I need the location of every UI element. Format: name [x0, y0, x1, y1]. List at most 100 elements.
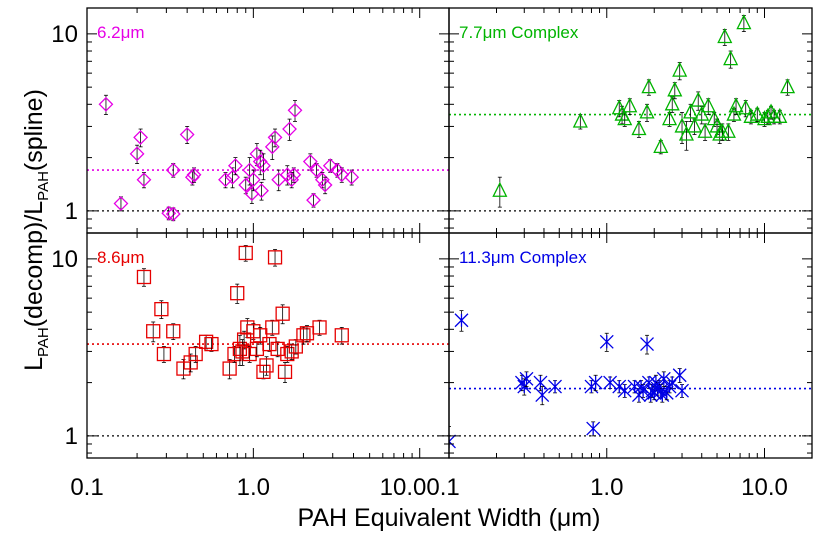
- data-point: [661, 110, 678, 126]
- error-bar: [161, 346, 166, 363]
- panel-label: 8.6μm: [97, 248, 145, 267]
- x-tick-label: 0.1: [70, 474, 103, 501]
- data-point: [302, 154, 318, 169]
- data-point: [136, 172, 152, 188]
- data-point: [188, 346, 203, 362]
- frame-layer: [86, 7, 813, 459]
- data-point: [617, 110, 633, 126]
- data-point: [245, 172, 261, 188]
- data-point: [780, 78, 796, 94]
- data-point: [334, 167, 350, 183]
- data-point: [280, 346, 295, 362]
- data-point: [712, 125, 728, 141]
- data-point: [639, 103, 655, 119]
- data-point: [686, 117, 703, 133]
- data-point: [334, 328, 349, 343]
- data-point: [517, 379, 532, 394]
- data-point: [129, 146, 145, 162]
- data-point: [282, 121, 297, 137]
- x-tick-label: 10.0: [741, 474, 788, 501]
- data-point: [726, 105, 742, 121]
- data-point: [697, 122, 713, 138]
- panel-label: 6.2μm: [97, 23, 145, 42]
- data-point: [449, 434, 456, 449]
- y-title-sub2: PAH: [35, 171, 52, 201]
- data-point: [98, 96, 114, 112]
- data-point: [723, 50, 739, 66]
- data-point: [256, 158, 271, 174]
- data-point: [270, 341, 285, 357]
- data-point: [586, 421, 601, 436]
- panel-plot-area: [87, 94, 449, 222]
- data-point: [492, 181, 508, 197]
- panel-label: 7.7μm Complex: [459, 23, 579, 42]
- data-point: [235, 344, 250, 359]
- data-point: [222, 361, 237, 376]
- data-point: [252, 154, 268, 169]
- y-axis-title: LPAH(decomp)/LPAH(spline): [20, 89, 52, 371]
- y-title-tail: (spline): [20, 89, 48, 171]
- data-point: [179, 127, 195, 142]
- data-point: [675, 383, 689, 398]
- y-tick-label: 10: [51, 246, 78, 273]
- data-point: [198, 334, 214, 349]
- data-point: [535, 388, 550, 403]
- data-point: [286, 167, 302, 183]
- data-point: [186, 167, 202, 183]
- data-point: [265, 320, 280, 335]
- data-point: [656, 371, 671, 386]
- data-point: [230, 286, 245, 301]
- y-tick-label: 10: [51, 21, 78, 48]
- data-point: [322, 158, 338, 174]
- error-bar: [261, 153, 266, 181]
- panel-plot-area: [449, 310, 812, 458]
- data-point: [288, 339, 303, 354]
- data-point: [166, 324, 181, 339]
- x-axis-title: PAH Equivalent Width (μm): [298, 504, 601, 532]
- data-point: [599, 334, 614, 349]
- data-point: [165, 162, 181, 178]
- data-point: [253, 328, 268, 343]
- data-point: [236, 332, 252, 347]
- data-point: [548, 379, 562, 394]
- data-point: [227, 158, 243, 174]
- data-point: [232, 341, 248, 357]
- data-point: [317, 177, 333, 193]
- data-point: [284, 172, 300, 188]
- data-point: [612, 379, 627, 394]
- data-point: [664, 95, 680, 111]
- data-point: [146, 324, 161, 339]
- data-point: [344, 169, 360, 185]
- error-bar: [243, 245, 248, 262]
- data-point: [690, 91, 706, 107]
- x-tick-label: 1.0: [590, 474, 623, 501]
- data-point: [736, 14, 752, 30]
- data-point: [667, 81, 683, 97]
- data-point: [267, 250, 283, 265]
- data-point: [588, 375, 603, 390]
- data-point: [242, 346, 257, 362]
- data-point: [296, 328, 311, 343]
- data-point: [249, 146, 265, 162]
- data-point: [262, 336, 277, 352]
- y-title-sub1: PAH: [35, 327, 52, 357]
- data-point: [662, 379, 677, 394]
- data-point: [631, 120, 647, 136]
- panel-plot-area: [87, 245, 449, 437]
- data-point: [683, 103, 699, 119]
- data-point: [267, 130, 283, 145]
- panel-11-3: 11.3μm Complex: [448, 233, 813, 458]
- data-point: [287, 102, 303, 118]
- data-point: [572, 112, 588, 128]
- data-point: [743, 107, 759, 123]
- error-bar: [270, 319, 275, 336]
- data-point: [641, 78, 657, 94]
- y-title-mid: (decomp)/L: [20, 201, 48, 328]
- data-point: [533, 375, 548, 390]
- data-point: [306, 192, 321, 208]
- data-point: [728, 97, 744, 113]
